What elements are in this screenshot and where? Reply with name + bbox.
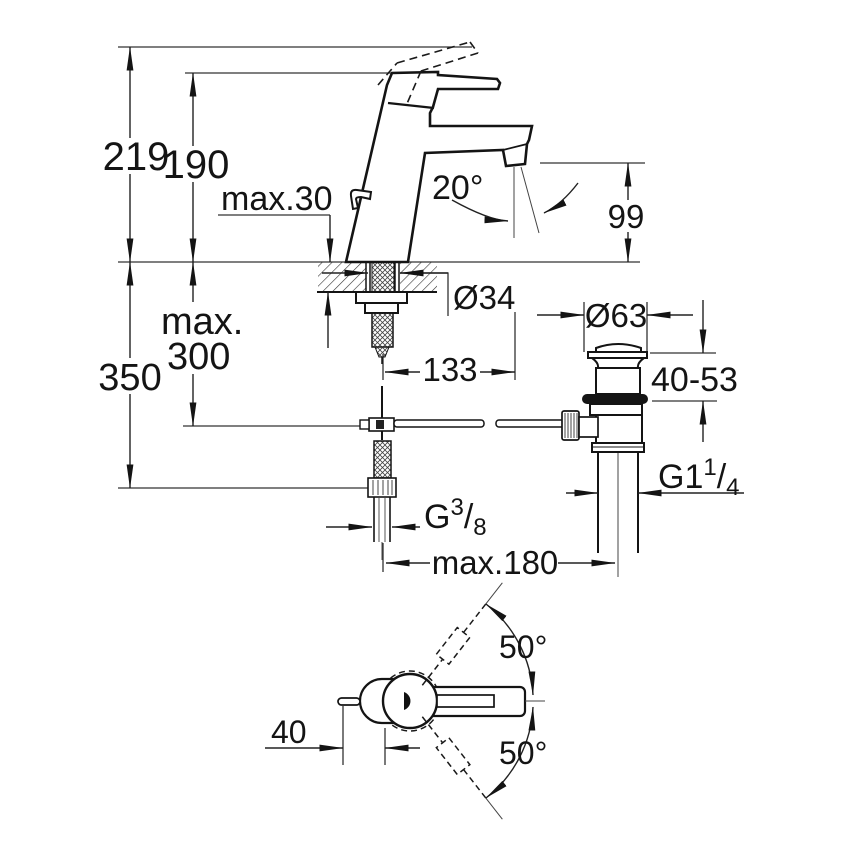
label-below-deck-word: max. (161, 301, 243, 343)
label-supply-length: 350 (98, 357, 161, 399)
handle-raised-outline (377, 41, 479, 107)
flex-hose-upper (371, 312, 394, 348)
label-spout-reach: 133 (422, 351, 477, 388)
supply-nut (367, 477, 397, 498)
mounting-hardware (355, 291, 565, 560)
counter-section (317, 261, 437, 293)
label-drain-height-range: 40-53 (651, 361, 738, 399)
handle-swing-up (421, 582, 503, 686)
popup-rod (349, 188, 373, 211)
label-drain-offset: max.180 (432, 544, 559, 581)
dim-swing-arc-down (485, 706, 536, 799)
dim-angle-arc-right (543, 182, 579, 214)
drain-seal-ring (582, 394, 648, 404)
label-hole-diameter: Ø34 (453, 279, 515, 316)
handle-swing-down (421, 716, 503, 820)
horizontal-rod-2 (495, 419, 565, 428)
label-backgrounds (100, 138, 647, 394)
label-outlet-height: 99 (608, 198, 645, 235)
faucet-body (344, 41, 540, 264)
front-view: 219 190 max.30 20° 99 Ø34 max. 300 350 1… (98, 41, 744, 581)
flex-hose-lower (373, 440, 392, 479)
horizontal-rod-1 (393, 419, 485, 428)
plan-popup-rod (337, 697, 361, 706)
dim-angle-arc-left (451, 199, 509, 224)
label-drain-thread: G11/4 (658, 454, 740, 501)
dim-swing-arc-up (485, 603, 536, 696)
threaded-shank (371, 261, 395, 293)
label-rod-offset: 40 (271, 714, 307, 750)
label-swing-down: 50° (499, 735, 547, 771)
plan-handle-inset (436, 694, 495, 708)
mounting-nut (364, 302, 399, 314)
aerator-line (502, 143, 528, 151)
label-swing-up: 50° (499, 629, 547, 665)
label-supply-thread: G3/8 (424, 494, 487, 541)
label-drain-diameter: Ø63 (585, 297, 647, 334)
drain-assembly (561, 343, 648, 553)
label-spout-angle: 20° (432, 169, 483, 207)
label-overall-height: 219 (103, 135, 170, 179)
label-below-deck-value: 300 (167, 336, 230, 378)
handle-base-line (387, 101, 435, 110)
label-deck-thickness: max.30 (221, 180, 333, 218)
plan-center-mark (404, 692, 411, 710)
label-spout-top-height: 190 (163, 143, 230, 187)
drain-body (595, 414, 643, 444)
water-stream-lines (513, 166, 540, 238)
mounting-washer (355, 291, 408, 304)
drain-plug-cap (595, 343, 642, 353)
plan-view: 50° 50° 40 (265, 582, 547, 820)
